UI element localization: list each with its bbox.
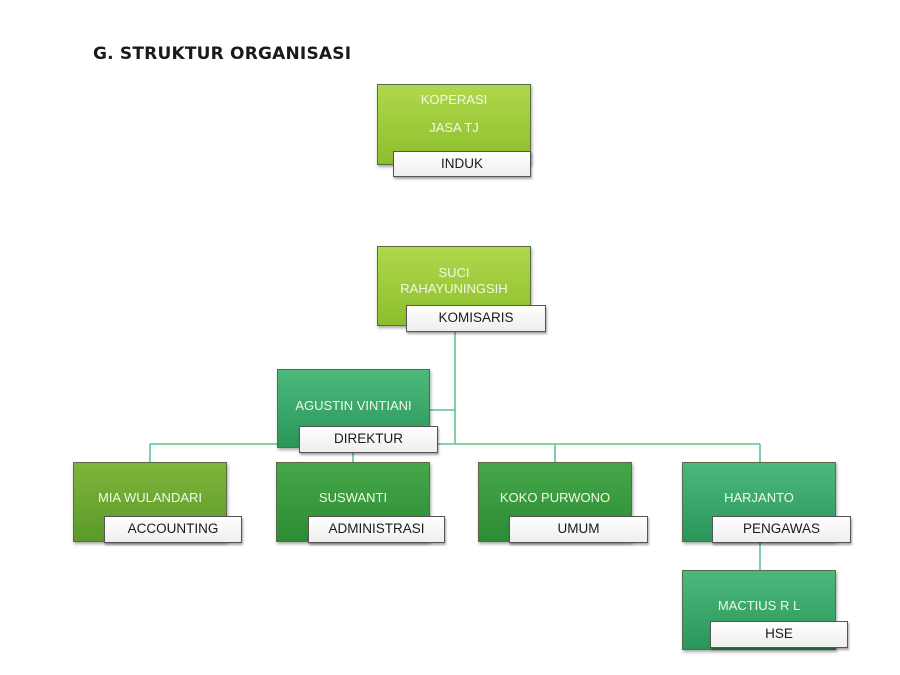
role-label-accounting: ACCOUNTING xyxy=(104,516,242,543)
role-label-umum: UMUM xyxy=(509,516,648,543)
administrasi-name: SUSWANTI xyxy=(318,490,388,505)
induk-name-line-1: KOPERASI xyxy=(420,92,488,107)
komisaris-name-line-1: SUCI xyxy=(438,265,470,280)
direktur-name: AGUSTIN VINTIANI xyxy=(295,398,412,413)
role-label-administrasi: ADMINISTRASI xyxy=(308,516,445,543)
induk-name-line-2: JASA TJ xyxy=(429,120,479,135)
accounting-name: MIA WULANDARI xyxy=(97,490,202,505)
page-heading: G. STRUKTUR ORGANISASI xyxy=(93,44,352,64)
role-label-direktur: DIREKTUR xyxy=(299,426,438,453)
role-label-pengawas: PENGAWAS xyxy=(712,516,851,543)
role-label-induk: INDUK xyxy=(393,151,531,177)
hse-name: MACTIUS R L xyxy=(717,598,801,613)
umum-name: KOKO PURWONO xyxy=(499,490,611,505)
role-label-komisaris: KOMISARIS xyxy=(406,305,546,332)
komisaris-name-line-2: RAHAYUNINGSIH xyxy=(400,281,508,296)
role-label-hse: HSE xyxy=(710,621,848,648)
pengawas-name: HARJANTO xyxy=(724,490,794,505)
